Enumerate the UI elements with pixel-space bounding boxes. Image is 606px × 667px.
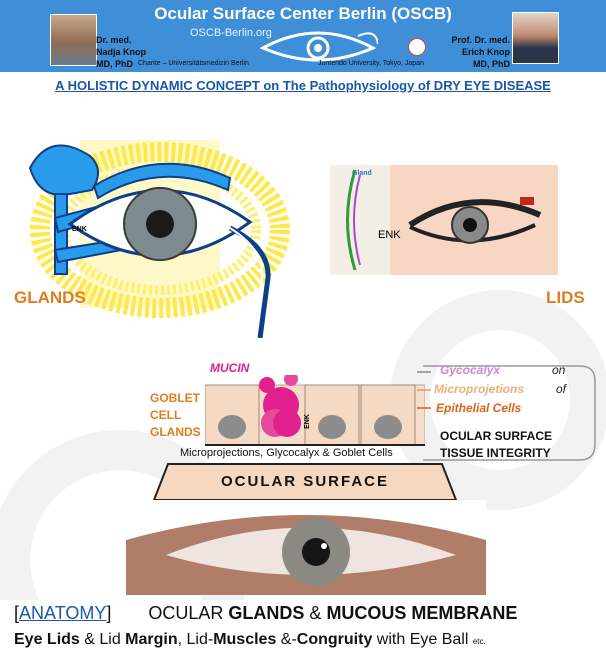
bracket-close: ] bbox=[106, 603, 112, 623]
microprojections-label: Microprojetions bbox=[434, 382, 525, 396]
eyelids-word: Eye Lids bbox=[14, 631, 80, 648]
right-doctor-name: Prof. Dr. med. Erich Knop MD, PhD bbox=[448, 34, 510, 70]
right-doctor-photo bbox=[512, 12, 559, 64]
glands-diagram bbox=[28, 140, 290, 338]
left-doctor-name: Dr. med. Nadja Knop MD, PhD bbox=[96, 34, 146, 70]
tissue-integrity-label: OCULAR SURFACE TISSUE INTEGRITY bbox=[440, 428, 552, 462]
left-doctor-affiliation: Charite – Universitätsmedizin Berlin bbox=[138, 60, 249, 67]
lids-diagram bbox=[330, 165, 558, 275]
left-doctor-fullname: Nadja Knop bbox=[96, 47, 147, 57]
right-doctor-fullname: Erich Knop bbox=[461, 47, 510, 57]
integrity-box bbox=[417, 365, 596, 461]
etc-text: etc. bbox=[472, 637, 486, 646]
ocular-surface-label: OCULAR SURFACE bbox=[220, 473, 389, 490]
muscles-word: Muscles bbox=[213, 631, 277, 648]
integrity-line2: TISSUE INTEGRITY bbox=[440, 446, 551, 460]
enk-label-right: ENK bbox=[378, 229, 401, 241]
goblet-label-line3: GLANDS bbox=[150, 425, 201, 439]
bracket-open: [ bbox=[14, 603, 20, 623]
lid-text: & Lid bbox=[79, 631, 126, 648]
left-doctor-degree: MD, PhD bbox=[96, 59, 133, 69]
lid-dash-text: , Lid- bbox=[177, 631, 214, 648]
right-doctor-degree: MD, PhD bbox=[473, 59, 510, 69]
enk-label-cells: ENK bbox=[303, 414, 311, 429]
microprojections-caption: Microprojections, Glycocalyx & Goblet Ce… bbox=[180, 447, 393, 459]
congruity-word: Congruity bbox=[296, 631, 373, 648]
ampersand: & bbox=[304, 603, 327, 623]
of-label: of bbox=[556, 382, 567, 396]
glands-word: GLANDS bbox=[228, 603, 305, 623]
glycocalyx-label: Gycocalyx bbox=[440, 363, 501, 377]
on-label: on bbox=[552, 363, 566, 377]
university-seal-icon bbox=[408, 38, 426, 56]
header-url[interactable]: OSCB-Berlin.org bbox=[190, 27, 272, 39]
anatomy-link[interactable]: ANATOMY bbox=[19, 603, 107, 623]
header-title: Ocular Surface Center Berlin (OSCB) bbox=[154, 4, 452, 23]
gland-small-label: Gland bbox=[352, 170, 372, 177]
integrity-line1: OCULAR SURFACE bbox=[440, 429, 553, 443]
eye-photo bbox=[126, 500, 486, 595]
right-doctor-affiliation: Juntendo University, Tokyo, Japan bbox=[318, 60, 424, 67]
lids-label: LIDS bbox=[546, 288, 585, 307]
enk-label-left: ENK bbox=[72, 226, 87, 233]
left-doctor-title: Dr. med. bbox=[96, 35, 132, 45]
mucous-membrane-word: MUCOUS MEMBRANE bbox=[326, 603, 518, 623]
bottom-caption-line2: Eye Lids & Lid Margin, Lid-Muscles &-Con… bbox=[14, 631, 486, 649]
mucin-label: MUCIN bbox=[210, 361, 250, 375]
epithelial-cells-label: Epithelial Cells bbox=[436, 401, 522, 415]
left-doctor-photo bbox=[50, 14, 97, 66]
right-doctor-title: Prof. Dr. med. bbox=[451, 35, 510, 45]
margin-word: Margin bbox=[125, 631, 178, 648]
ocular-word: OCULAR bbox=[148, 603, 229, 623]
glands-label: GLANDS bbox=[14, 288, 86, 307]
goblet-cell-glands-label: GOBLET CELL GLANDS bbox=[150, 390, 201, 441]
bottom-caption-line1: [ANATOMY] OCULAR GLANDS & MUCOUS MEMBRAN… bbox=[14, 603, 517, 624]
goblet-label-line2: CELL bbox=[150, 408, 182, 422]
goblet-cells-diagram bbox=[205, 375, 425, 446]
eyeball-text: with Eye Ball bbox=[372, 631, 473, 648]
page-subtitle: A HOLISTIC DYNAMIC CONCEPT on The Pathop… bbox=[55, 78, 551, 93]
eye-logo-icon bbox=[259, 31, 378, 62]
and-dash-text: &- bbox=[276, 631, 297, 648]
goblet-label-line1: GOBLET bbox=[150, 391, 200, 405]
